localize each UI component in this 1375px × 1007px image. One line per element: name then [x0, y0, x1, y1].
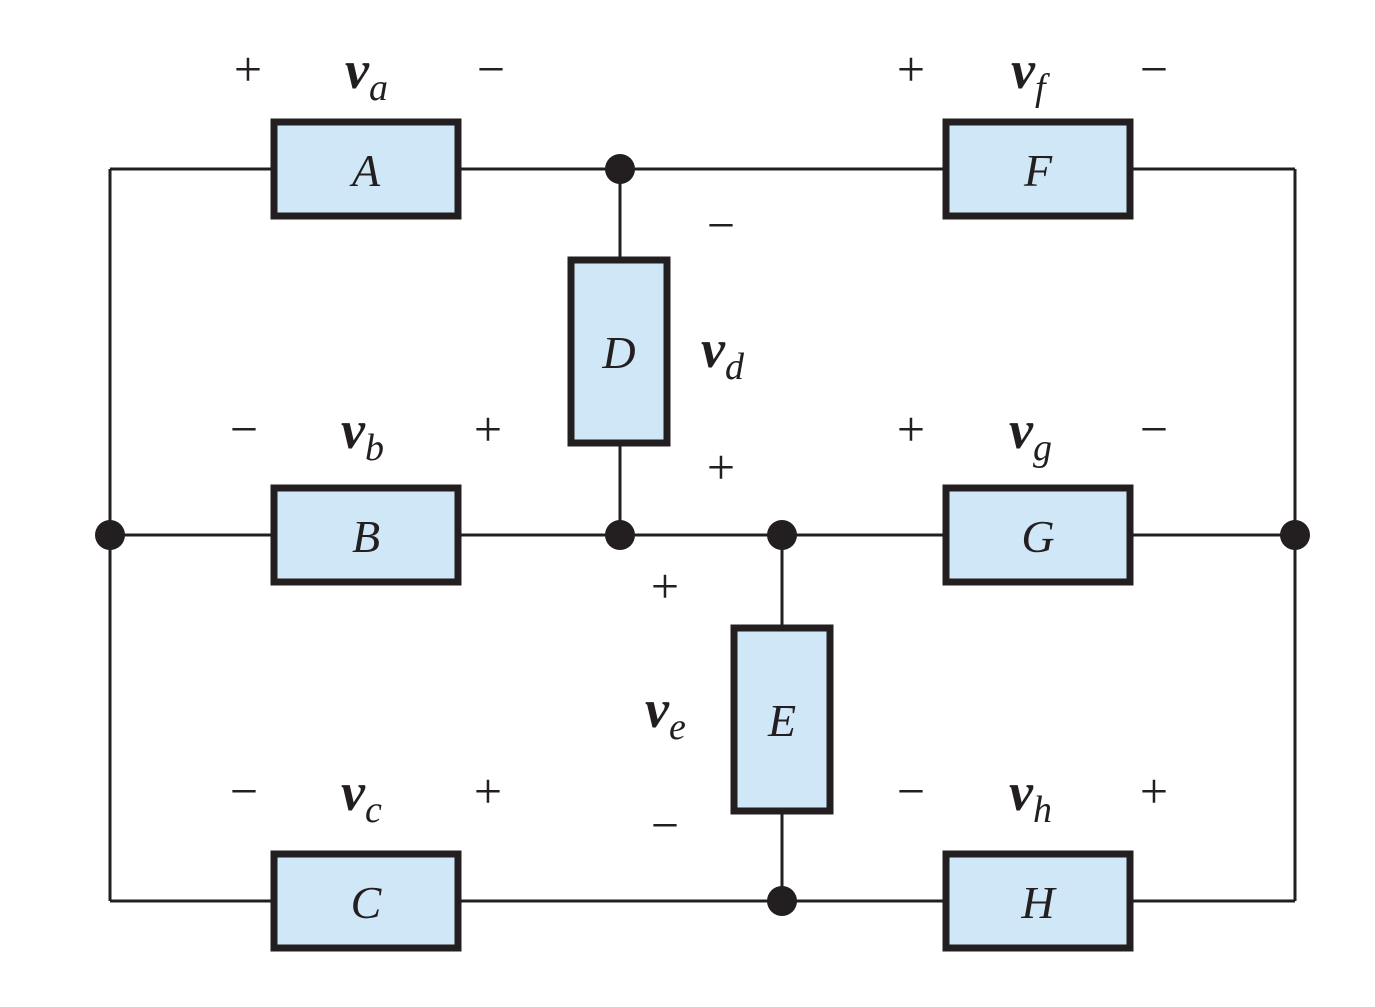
voltage-label-h: vh: [1009, 762, 1052, 831]
component-c-box: [270, 850, 462, 952]
component-e: E: [730, 624, 834, 815]
nodes: [95, 154, 1310, 916]
wires: [108, 167, 1297, 903]
component-f-box: [942, 118, 1134, 220]
voltage-label-b: vb: [341, 400, 384, 469]
polarity-h-right: +: [1140, 763, 1168, 819]
component-d-box: [567, 256, 671, 447]
polarity-g-left: +: [897, 401, 925, 457]
polarity-e-bottom: −: [651, 797, 679, 853]
polarity-f-left: +: [897, 41, 925, 97]
component-e-label: E: [767, 695, 796, 746]
component-g-label: G: [1021, 511, 1054, 562]
component-b: B: [270, 484, 462, 586]
polarity-e-top: +: [651, 558, 679, 614]
polarity-b-left: −: [230, 401, 258, 457]
polarity-c-left: −: [230, 763, 258, 819]
component-a: A: [270, 118, 462, 220]
polarity-g-right: −: [1140, 401, 1168, 457]
voltage-label-d: vd: [701, 319, 745, 388]
polarity-a-left: +: [234, 41, 262, 97]
component-b-label: B: [352, 511, 380, 562]
node-top-middle: [605, 154, 635, 184]
component-d: D: [567, 256, 671, 447]
component-d-label: D: [601, 327, 635, 378]
voltage-label-g: vg: [1009, 400, 1052, 469]
node-center-left: [605, 520, 635, 550]
component-f: F: [942, 118, 1134, 220]
component-c: C: [270, 850, 462, 952]
component-c-label: C: [351, 877, 383, 928]
component-g: G: [942, 484, 1134, 586]
voltage-label-f: vf: [1011, 40, 1050, 109]
component-a-box: [270, 118, 462, 220]
component-h: H: [942, 850, 1134, 952]
polarity-d-bottom: +: [707, 439, 735, 495]
component-b-box: [270, 484, 462, 586]
component-f-label: F: [1023, 145, 1053, 196]
node-center-right: [767, 520, 797, 550]
node-bottom-middle: [767, 886, 797, 916]
component-e-box: [730, 624, 834, 815]
component-h-box: [942, 850, 1134, 952]
polarity-b-right: +: [474, 401, 502, 457]
voltage-label-e: ve: [645, 679, 686, 748]
component-h-label: H: [1020, 877, 1057, 928]
polarity-h-left: −: [897, 763, 925, 819]
voltage-label-a: va: [345, 40, 388, 109]
node-right: [1280, 520, 1310, 550]
polarity-a-right: −: [477, 41, 505, 97]
voltage-label-c: vc: [341, 762, 382, 831]
polarity-c-right: +: [474, 763, 502, 819]
polarity-d-top: −: [707, 197, 735, 253]
node-left: [95, 520, 125, 550]
component-a-label: A: [349, 145, 381, 196]
component-g-box: [942, 484, 1134, 586]
polarity-f-right: −: [1140, 41, 1168, 97]
